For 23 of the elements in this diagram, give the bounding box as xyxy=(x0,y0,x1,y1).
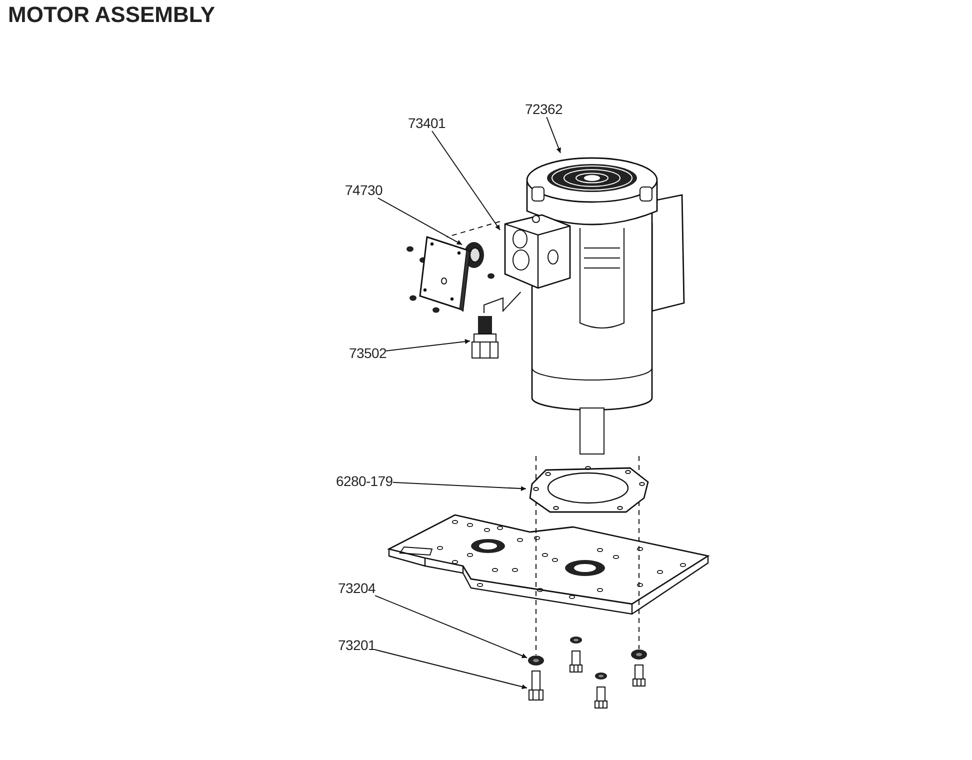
leader-line xyxy=(392,482,526,492)
leader-line xyxy=(484,292,522,314)
bolt-drawing xyxy=(527,670,545,702)
leader-line xyxy=(386,339,470,352)
leader-line xyxy=(546,116,561,154)
leader-line xyxy=(374,649,528,690)
title: MOTOR ASSEMBLY xyxy=(8,2,215,28)
fitting-drawing xyxy=(470,313,500,361)
washer-drawing xyxy=(527,655,545,666)
callout-number: 6280-179 xyxy=(336,473,393,489)
callout-number: 73502 xyxy=(349,345,386,361)
washer-drawing xyxy=(630,649,648,660)
leader-line xyxy=(377,198,462,246)
cover-plate-drawing xyxy=(420,237,471,312)
callout-number: 73204 xyxy=(338,580,376,596)
callout-number: 73401 xyxy=(408,115,446,131)
callout-number: 74730 xyxy=(345,182,382,198)
callout-number: 72362 xyxy=(525,101,562,117)
leader-line xyxy=(374,595,528,658)
leader-line xyxy=(432,130,500,230)
leader-line xyxy=(638,456,640,650)
callout-number: 73201 xyxy=(338,637,376,653)
leader-line xyxy=(446,221,500,238)
